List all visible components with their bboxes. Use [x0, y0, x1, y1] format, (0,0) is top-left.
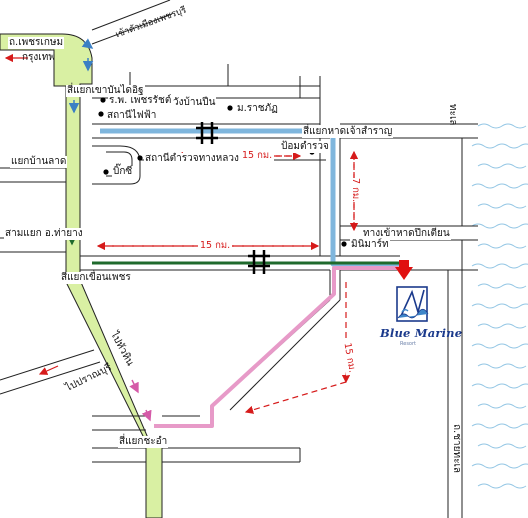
intersection-khao-bandai-it: สี่แยกเขาบันไดอิฐ — [66, 85, 145, 97]
landmark-police-box: ป้อมตำรวจ — [280, 141, 330, 153]
intersection-tha-yang: สามแยก อ.ท่ายาง — [4, 228, 84, 240]
landmark-hospital: ร.พ. เพชรรัชต์ — [108, 95, 173, 107]
intersection-ban-lat: แยกบ้านลาด — [10, 156, 68, 168]
road-to-phetchaburi — [91, 0, 173, 45]
intersection-hat-chao-samran: สี่แยกหาดเจ้าสำราญ — [302, 126, 394, 138]
label-to-bangkok: กรุงเทพ — [22, 52, 55, 63]
landmark-minimart: มินิมาร์ท — [350, 239, 390, 251]
route-pink — [154, 266, 404, 428]
distance-15km-middle: 15 กม. — [198, 240, 233, 252]
intersection-kuen-phet: สี่แยกเขื่อนเพชร — [60, 272, 132, 284]
railway-crossing-south — [248, 250, 270, 274]
intersection-cha-am: สี่แยกชะอำ — [118, 436, 169, 448]
sea-waves — [471, 123, 528, 489]
landmark-wang-ban-puen: วังบ้านปืน — [172, 97, 217, 109]
landmark-power-station: สถานีไฟฟ้า — [106, 110, 158, 122]
label-beach-road: ถ.ชายทะเล — [451, 424, 462, 474]
landmark-rajabhat: ม.ราชภัฏ — [236, 103, 279, 115]
road-network — [0, 64, 478, 518]
label-sea: ทะเล — [447, 104, 458, 126]
blue-marine-logo-icon — [396, 286, 429, 322]
destination-marker — [395, 260, 413, 280]
distance-15km-top: 15 กม. — [240, 150, 275, 162]
railway-crossing-north — [196, 122, 218, 144]
arrow-to-pranburi — [38, 365, 59, 375]
phetkasem-road — [0, 33, 163, 518]
landmark-police-station: สถานีตำรวจทางหลวง — [144, 153, 240, 165]
distance-lines — [96, 150, 359, 414]
landmark-big-c: บิ๊กซี — [112, 166, 134, 178]
brand-subtitle: Resort — [400, 341, 417, 347]
distance-7km: 7 กม. — [347, 178, 363, 203]
brand-name: Blue Marine — [380, 326, 463, 340]
road-label-phetkasem: ถ.เพชรเกษม — [8, 37, 65, 49]
landmark-puk-tian-beach: ทางเข้าหาดปึกเตียน — [362, 228, 451, 240]
